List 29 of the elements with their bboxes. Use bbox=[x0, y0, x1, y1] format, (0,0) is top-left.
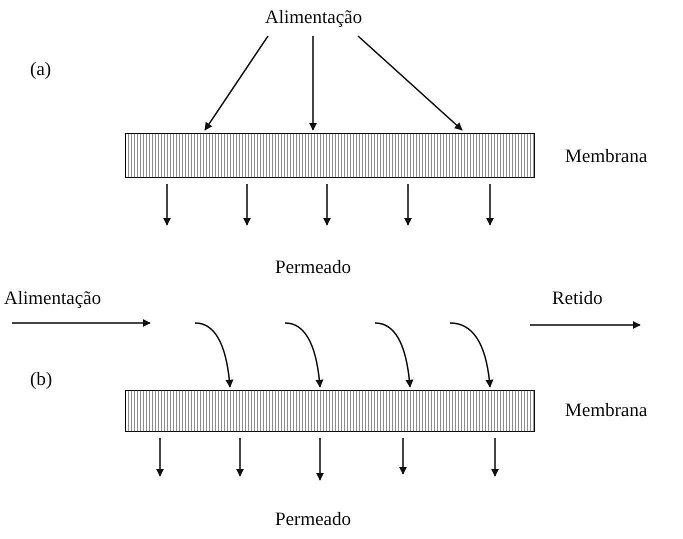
arrow bbox=[309, 36, 317, 131]
flow-label: (a) bbox=[30, 58, 52, 82]
flow-label: Permeado bbox=[275, 508, 351, 532]
arrow bbox=[236, 438, 244, 477]
arrow bbox=[284, 322, 324, 388]
membrane-bar bbox=[125, 390, 535, 432]
membrane-label: Membrana bbox=[565, 399, 648, 423]
flow-label: (b) bbox=[30, 368, 52, 392]
arrow bbox=[450, 322, 494, 388]
arrow bbox=[194, 322, 234, 388]
flow-label: Permeado bbox=[275, 256, 351, 280]
arrow bbox=[374, 322, 414, 388]
arrow bbox=[12, 319, 151, 327]
arrow bbox=[316, 438, 324, 481]
membrane-bar bbox=[125, 133, 535, 178]
flow-label: Retido bbox=[552, 287, 603, 311]
flow-label: Alimentação bbox=[4, 287, 102, 311]
arrow bbox=[243, 184, 251, 226]
arrow bbox=[204, 36, 269, 131]
arrow bbox=[404, 184, 412, 226]
arrow bbox=[358, 35, 463, 131]
arrow bbox=[491, 438, 499, 477]
arrow bbox=[486, 184, 494, 226]
arrow bbox=[323, 184, 331, 226]
flow-label: Alimentação bbox=[265, 6, 362, 30]
arrow bbox=[156, 438, 164, 477]
arrow bbox=[399, 438, 407, 475]
arrow bbox=[163, 184, 171, 226]
membrane-label: Membrana bbox=[565, 145, 648, 169]
